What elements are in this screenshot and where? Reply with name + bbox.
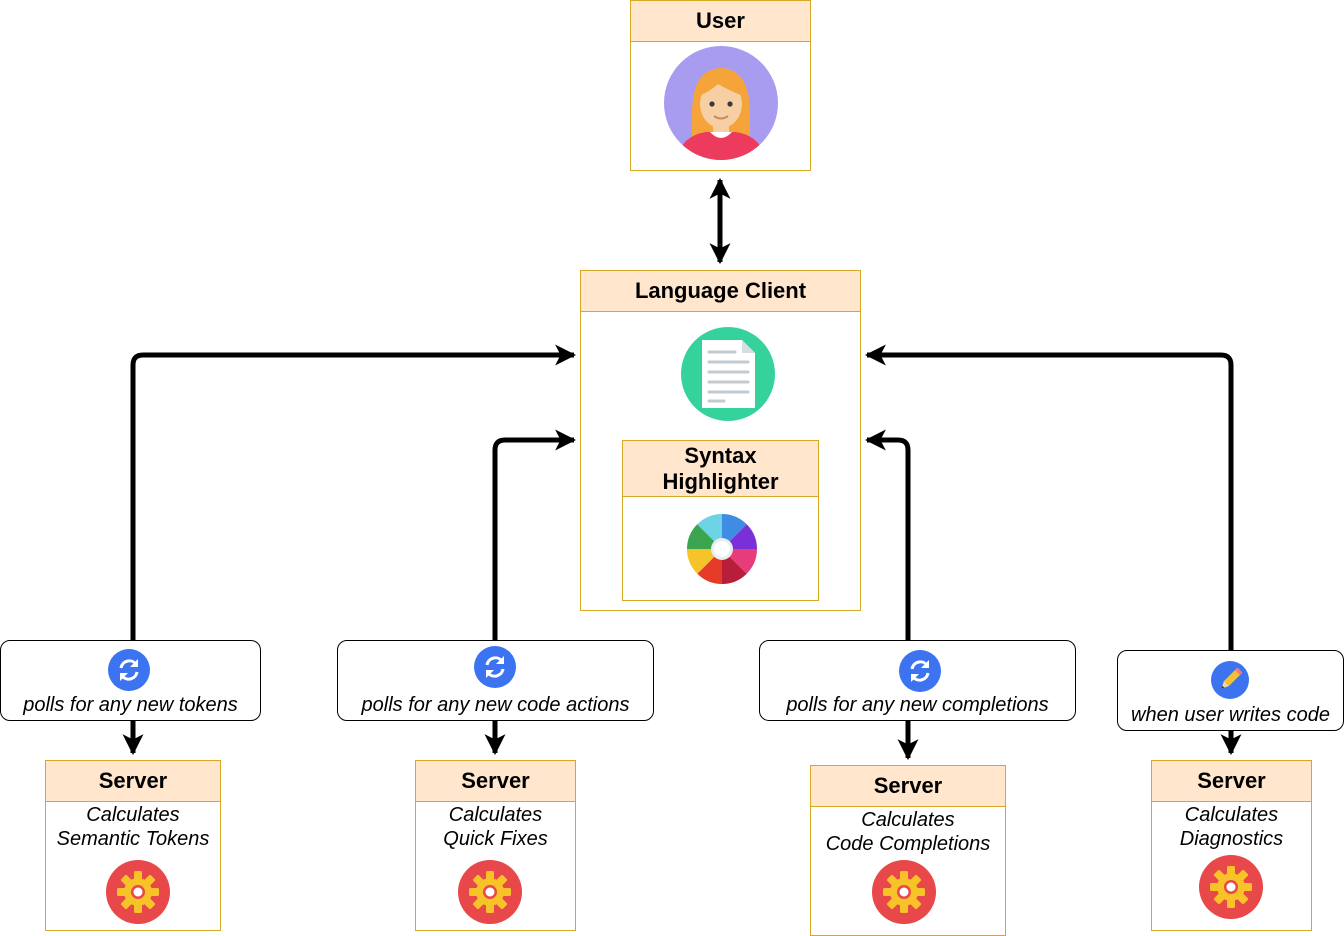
server-title: Server [1152, 761, 1311, 802]
color-wheel-icon [687, 514, 757, 584]
refresh-icon [474, 646, 516, 688]
document-icon [681, 327, 775, 421]
label-polls-tokens-text: polls for any new tokens [23, 694, 238, 716]
gear-icon [106, 860, 170, 924]
server-description-line2: Quick Fixes [443, 828, 548, 850]
server-description-line1: Calculates [448, 804, 543, 826]
server-semantic-tokens-node: Server Calculates Semantic Tokens [45, 760, 221, 931]
edge-tokens-to-client [130, 344, 577, 641]
server-code-completions-node: Server Calculates Code Completions [810, 765, 1006, 936]
label-polls-tokens: polls for any new tokens [0, 640, 261, 721]
syntax-highlighter-title: Syntax Highlighter [623, 441, 818, 497]
gear-icon [1199, 855, 1263, 919]
label-user-writes-code: when user writes code [1117, 650, 1344, 731]
refresh-icon [899, 650, 941, 692]
server-title: Server [416, 761, 575, 802]
server-diagnostics-node: Server Calculates Diagnostics [1151, 760, 1312, 931]
server-description-line2: Diagnostics [1179, 828, 1284, 850]
server-quick-fixes-node: Server Calculates Quick Fixes [415, 760, 576, 931]
label-polls-completions: polls for any new completions [759, 640, 1076, 721]
server-description-line1: Calculates [86, 804, 180, 826]
server-description-line1: Calculates [861, 809, 955, 831]
server-description-line2: Semantic Tokens [56, 828, 210, 850]
user-node: User [630, 0, 811, 171]
label-polls-completions-text: polls for any new completions [786, 694, 1049, 716]
edge-actions-to-client [492, 429, 577, 641]
label-polls-code-actions: polls for any new code actions [337, 640, 654, 721]
edge-completions-to-client [864, 429, 911, 641]
edge-writes-to-client [864, 344, 1234, 651]
refresh-icon [108, 649, 150, 691]
gear-icon [458, 860, 522, 924]
label-user-writes-code-text: when user writes code [1131, 704, 1330, 726]
gear-icon [872, 860, 936, 924]
user-title: User [631, 1, 810, 42]
label-polls-code-actions-text: polls for any new code actions [361, 694, 630, 716]
syntax-highlighter-node: Syntax Highlighter [622, 440, 819, 601]
language-client-title: Language Client [581, 271, 860, 312]
user-avatar-icon [664, 46, 778, 160]
pencil-icon [1211, 661, 1249, 699]
server-title: Server [811, 766, 1005, 807]
server-description-line1: Calculates [1184, 804, 1279, 826]
server-description-line2: Code Completions [825, 833, 991, 855]
server-title: Server [46, 761, 220, 802]
